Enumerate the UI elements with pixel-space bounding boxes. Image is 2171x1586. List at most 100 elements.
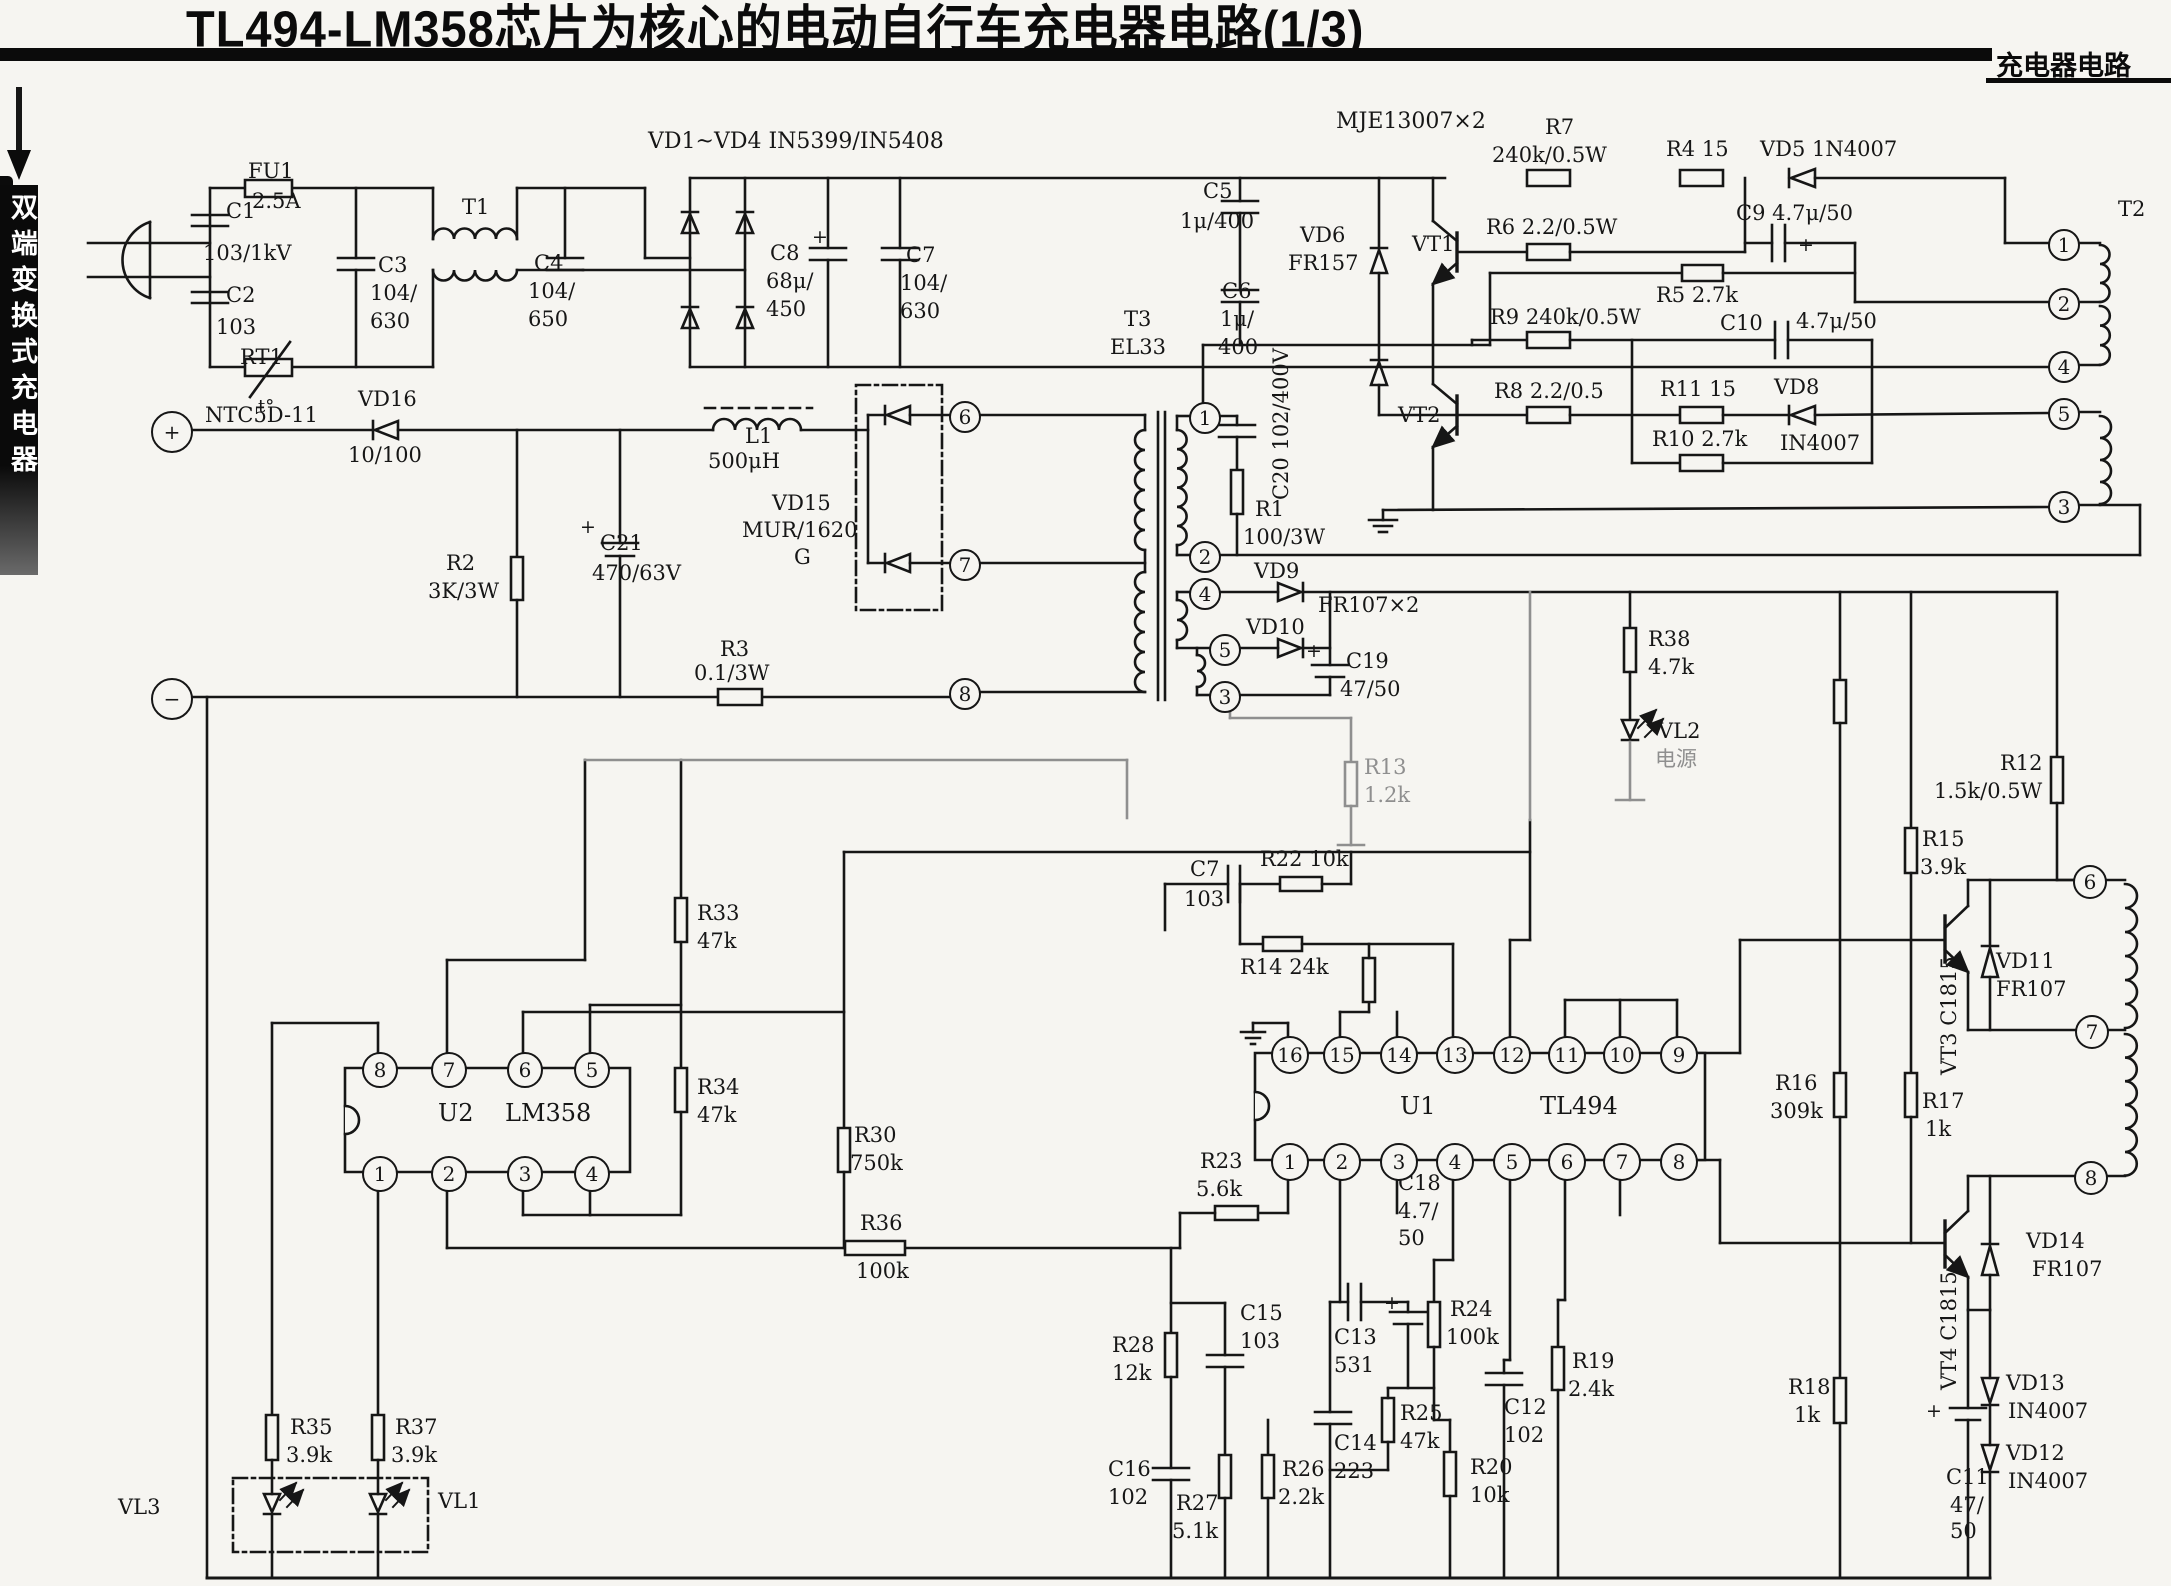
output-plus-terminal: +	[151, 411, 193, 453]
r33-ref: R33	[697, 901, 740, 925]
r15-val: 3.9k	[1920, 855, 1967, 879]
t2-pin-3: 3	[2048, 491, 2080, 523]
c14-ref: C14	[1334, 1431, 1377, 1455]
fu1-val: 2.5A	[252, 189, 301, 213]
c3-ref: C3	[378, 253, 408, 277]
r12-val: 1.5k/0.5W	[1934, 779, 2043, 803]
c7b-ref: C7	[1190, 857, 1220, 881]
t2-pin-2: 2	[2048, 288, 2080, 320]
c4-val2: 650	[528, 307, 569, 331]
fu1-ref: FU1	[248, 159, 294, 183]
r38-val: 4.7k	[1648, 655, 1695, 679]
r30-ref: R30	[854, 1123, 897, 1147]
u1-pin-1: 1	[1271, 1143, 1309, 1181]
t2-pin-4: 4	[2048, 351, 2080, 383]
u2-pin-5: 5	[574, 1052, 610, 1088]
u1-pin-14: 14	[1380, 1036, 1418, 1074]
c8-plus: +	[812, 226, 828, 248]
ic-u1-tl494	[207, 820, 1990, 1578]
ntc-label: NTC5D-11	[205, 403, 318, 427]
t2-pin-7: 7	[2075, 1015, 2109, 1049]
header-right-label: 充电器电路	[1996, 51, 2131, 81]
l1-val: 500μH	[708, 449, 781, 473]
vl3-ref: VL3	[118, 1495, 161, 1519]
r16-val: 309k	[1770, 1099, 1823, 1123]
r9-label: R9 240k/0.5W	[1490, 305, 1641, 329]
u1-pin-5: 5	[1493, 1143, 1531, 1181]
vd6-val: FR157	[1288, 251, 1359, 275]
c21-val: 470/63V	[592, 561, 682, 585]
t3-pin-5: 5	[1209, 634, 1241, 666]
vd13-ref: VD13	[2006, 1371, 2065, 1395]
r6-label: R6 2.2/0.5W	[1486, 215, 1618, 239]
c18-val2: 50	[1398, 1226, 1425, 1250]
u1-pin-12: 12	[1493, 1036, 1531, 1074]
c19-val: 47/50	[1340, 677, 1401, 701]
r16-ref: R16	[1775, 1071, 1818, 1095]
c16-val: 102	[1108, 1485, 1149, 1509]
r34-val: 47k	[697, 1103, 737, 1127]
fr107x2-label: FR107×2	[1318, 593, 1420, 617]
c11-plus: +	[1926, 1400, 1942, 1422]
r15-ref: R15	[1922, 827, 1965, 851]
u2-part: LM358	[505, 1099, 592, 1127]
u2-pin-2: 2	[431, 1156, 467, 1192]
r26-ref: R26	[1282, 1457, 1325, 1481]
c10-val: 4.7μ/50	[1796, 309, 1877, 333]
t3-pin-6: 6	[949, 401, 981, 433]
c4-ref: C4	[534, 251, 564, 275]
r28-val: 12k	[1112, 1361, 1152, 1385]
vd13-val: IN4007	[2008, 1399, 2089, 1423]
r2-val: 3K/3W	[428, 579, 500, 603]
c13-ref: C13	[1334, 1325, 1377, 1349]
page-title: TL494-LM358芯片为核心的电动自行车充电器电路(1/3)	[186, 0, 1365, 58]
transformer-t3	[977, 412, 1209, 700]
vd11-val: FR107	[1996, 977, 2067, 1001]
r4-label: R4 15	[1666, 137, 1729, 161]
u2-pin-1: 1	[362, 1156, 398, 1192]
u1-pin-7: 7	[1603, 1143, 1641, 1181]
r35-val: 3.9k	[286, 1443, 333, 1467]
r35-ref: R35	[290, 1415, 333, 1439]
c3-val1: 104/	[370, 281, 418, 305]
u2-pin-8: 8	[362, 1052, 398, 1088]
c8-val2: 450	[766, 297, 807, 321]
r25-val: 47k	[1400, 1429, 1440, 1453]
bridge-label: VD1~VD4 IN5399/IN5408	[648, 129, 944, 154]
c12-ref: C12	[1504, 1395, 1547, 1419]
gray-feedback-net	[585, 592, 1644, 845]
r1-val: 100/3W	[1243, 525, 1326, 549]
bridge-rectifier	[682, 178, 2048, 367]
title-underline	[0, 48, 1992, 61]
r19-ref: R19	[1572, 1349, 1615, 1373]
c8-ref: C8	[770, 241, 800, 265]
vl2-val: 电源	[1655, 747, 1697, 771]
driver-stage	[1691, 880, 2075, 1578]
c20-label: C20 102/400V	[1269, 348, 1293, 500]
u1-pin-4: 4	[1436, 1143, 1474, 1181]
c9-label: C9 4.7μ/50	[1736, 201, 1853, 225]
u2-pin-7: 7	[431, 1052, 467, 1088]
vd8-val: IN4007	[1780, 431, 1861, 455]
r14-label: R14 24k	[1240, 955, 1329, 979]
vd6-ref: VD6	[1300, 223, 1346, 247]
r13-ref: R13	[1364, 755, 1407, 779]
u2-pin-3: 3	[507, 1156, 543, 1192]
vl2-ref: VL2	[1658, 719, 1701, 743]
t3-ref: T3	[1124, 307, 1152, 331]
vd10-ref: VD10	[1246, 615, 1305, 639]
c7a-val1: 104/	[900, 271, 948, 295]
c7a-ref: C7	[906, 243, 936, 267]
r18-ref: R18	[1788, 1375, 1831, 1399]
r36-val: 100k	[856, 1259, 909, 1283]
c12-val: 102	[1504, 1423, 1545, 1447]
t3-pin-1: 1	[1189, 402, 1221, 434]
r2-ref: R2	[446, 551, 476, 575]
r24-val: 100k	[1446, 1325, 1499, 1349]
t3-val: EL33	[1110, 335, 1166, 359]
c4-val1: 104/	[528, 279, 576, 303]
r20-val: 10k	[1470, 1483, 1510, 1507]
vd14-ref: VD14	[2026, 1229, 2085, 1253]
